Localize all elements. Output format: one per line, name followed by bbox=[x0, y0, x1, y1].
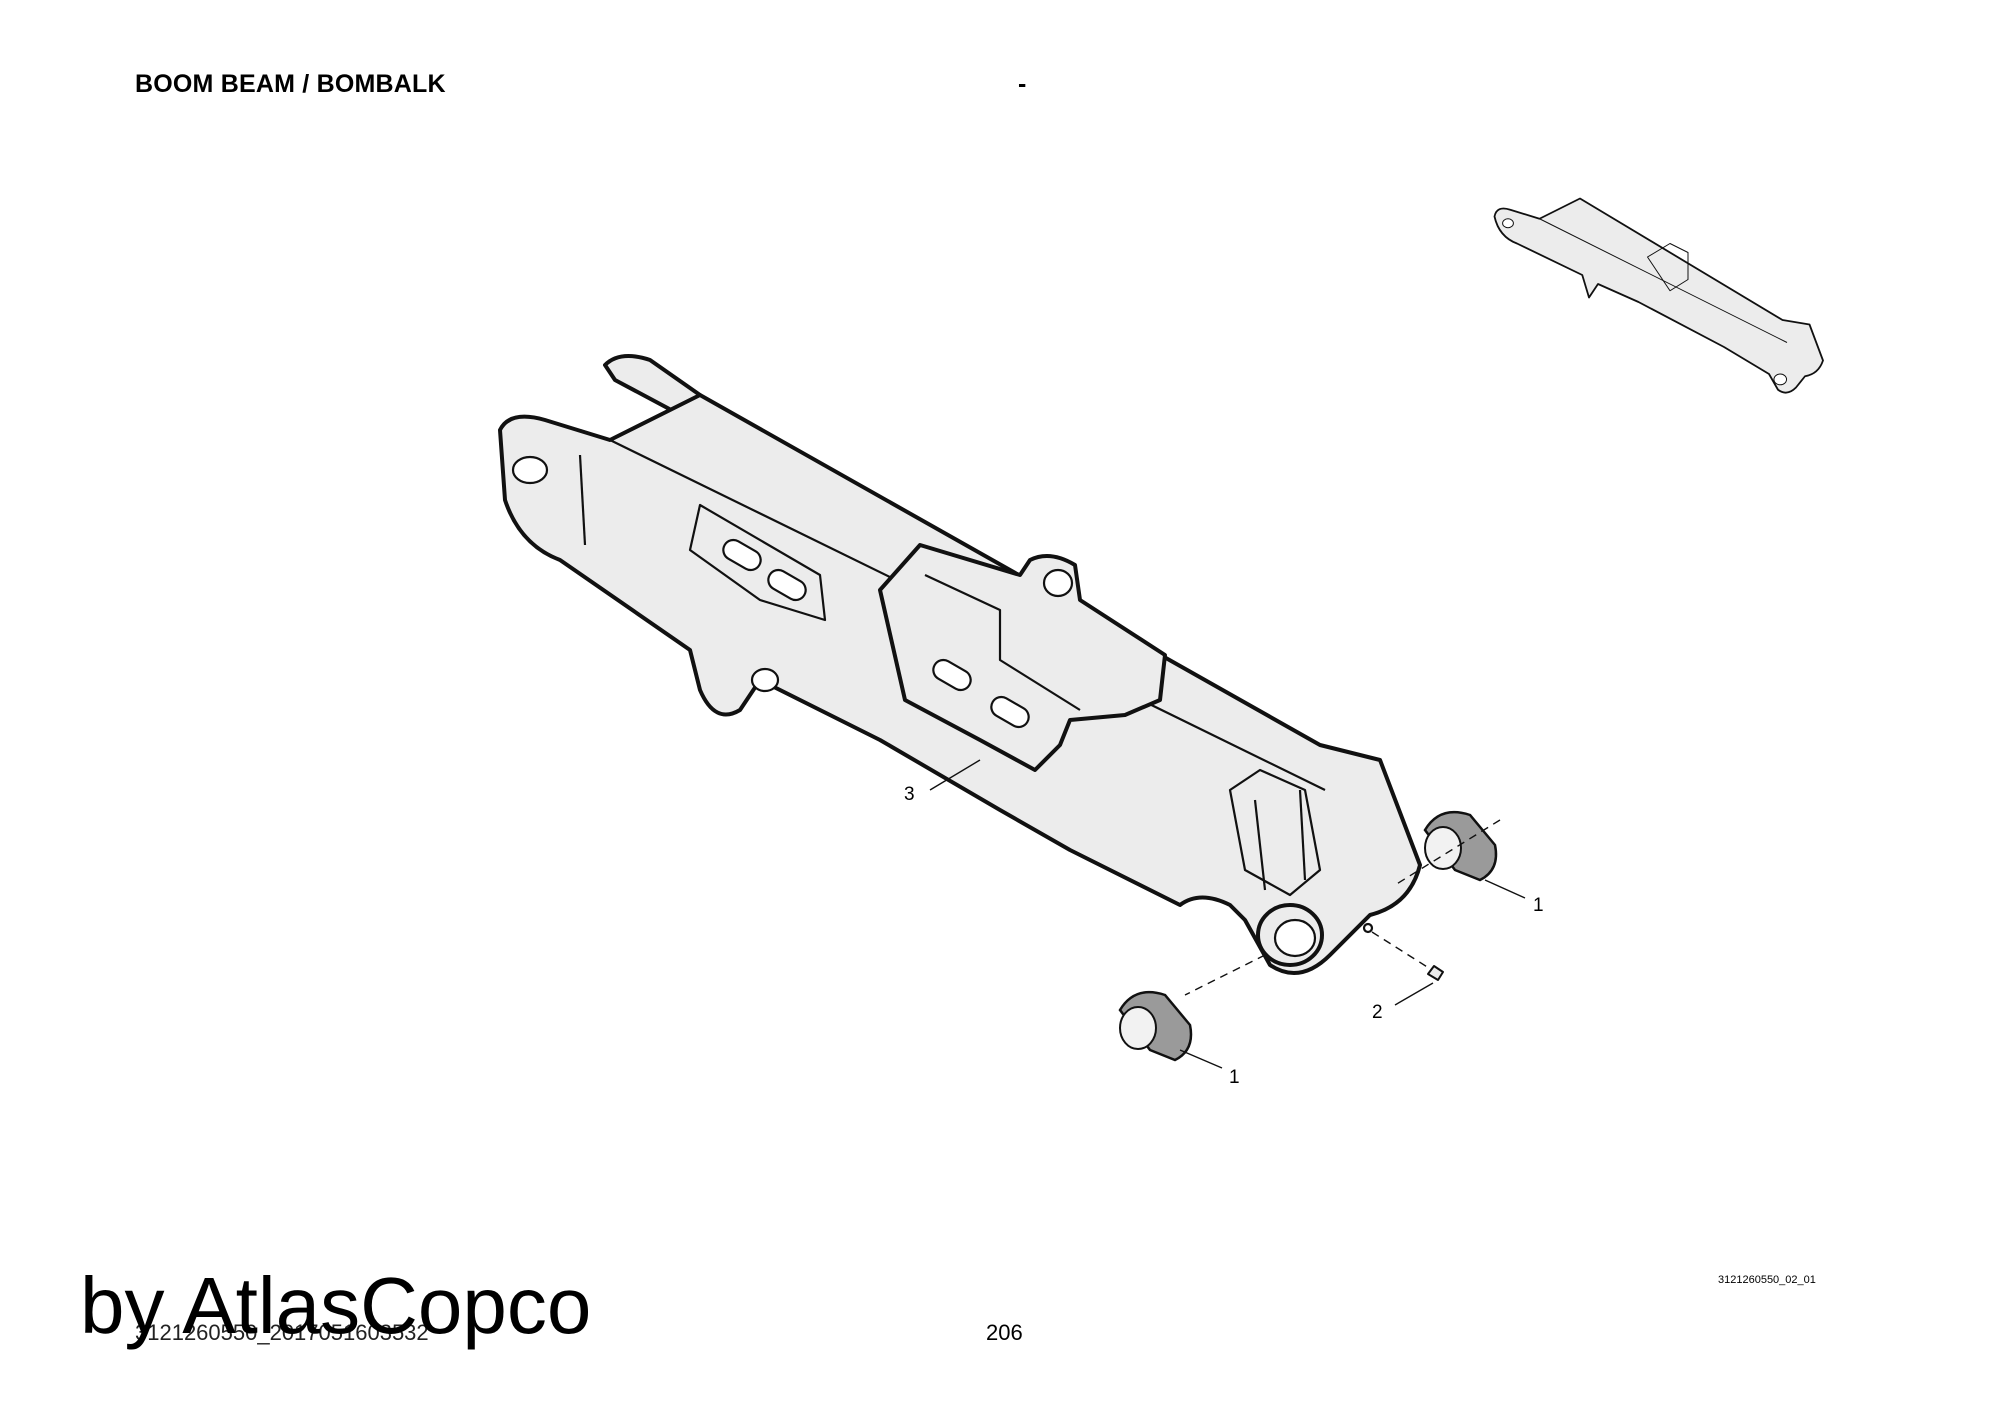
header-right-text: - bbox=[1018, 70, 1027, 98]
callout-1-lower: 1 bbox=[1229, 1067, 1240, 1088]
callout-3: 3 bbox=[904, 784, 915, 805]
bushing-lower bbox=[1118, 990, 1193, 1062]
bushing-upper bbox=[1423, 810, 1498, 882]
overview-thumbnail bbox=[1493, 197, 1824, 394]
figure-id: 3121260550_02_01 bbox=[1718, 1274, 1816, 1286]
boom-beam-drawing bbox=[498, 354, 1422, 975]
grease-nipple bbox=[1427, 965, 1444, 981]
page-title: BOOM BEAM / BOMBALK bbox=[135, 70, 446, 98]
callout-2: 2 bbox=[1372, 1002, 1383, 1023]
watermark: by AtlasCopco bbox=[80, 1261, 592, 1350]
page-number: 206 bbox=[986, 1320, 1023, 1345]
callout-1-upper: 1 bbox=[1533, 895, 1544, 916]
document-id: 3121260550_2017051603532 bbox=[135, 1320, 429, 1345]
